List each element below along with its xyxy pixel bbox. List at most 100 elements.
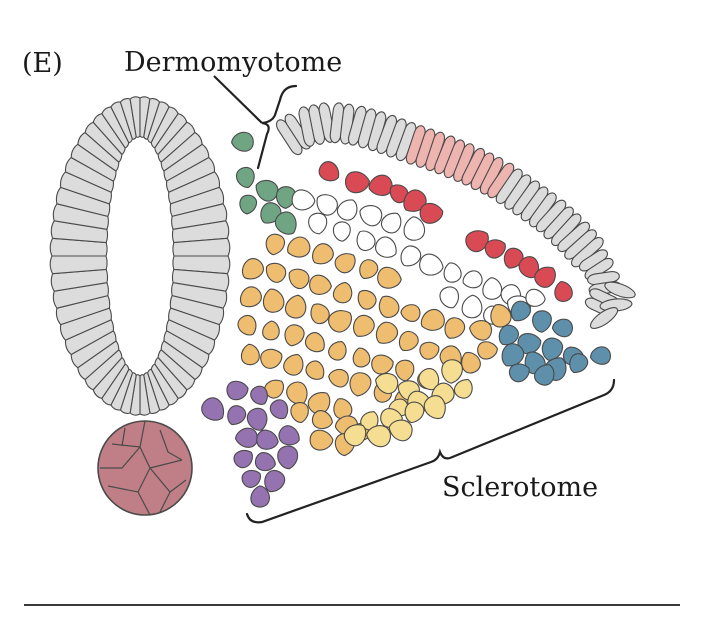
sclerotome-cell — [388, 419, 413, 442]
sclerotome-cell — [453, 379, 473, 399]
syndetome-cell — [462, 270, 483, 289]
sclerotome-cell — [241, 258, 264, 280]
sclerotome-cell — [349, 372, 372, 397]
sclerotome-cell — [423, 395, 446, 420]
sclerotome-cell — [589, 346, 611, 365]
sclerotome-cell — [269, 399, 289, 420]
myotome-cell — [403, 189, 427, 212]
sclerotome-cell — [233, 449, 253, 469]
sclerotome-cell — [551, 318, 573, 338]
sclerotome-cell — [227, 405, 247, 426]
sclerotome-cell — [309, 274, 332, 295]
myotome-cell — [368, 174, 393, 197]
sclerotome-cell — [360, 411, 379, 431]
sclerotome-cell — [250, 385, 268, 405]
sclerotome-cell — [404, 401, 425, 424]
sclerotome-cell — [283, 354, 304, 376]
notochord-cell-wall — [159, 491, 171, 513]
neural-tube-cell — [172, 237, 231, 257]
myotome-cell — [419, 202, 444, 224]
dermomyotome-label: Dermomyotome — [124, 47, 342, 78]
myotome-cell — [554, 281, 573, 302]
sclerotome-cell — [305, 360, 325, 380]
dermomyotome-leader-line — [213, 75, 263, 124]
sclerotome-cell — [395, 359, 415, 382]
syndetome-cell — [316, 194, 338, 216]
sclerotome-cell — [311, 410, 333, 430]
sclerotome-cell — [441, 359, 463, 384]
sclerotome-cell — [288, 268, 310, 290]
sclerotome-cell — [477, 341, 498, 360]
sclerotome-cell — [352, 347, 371, 368]
syndetome-cell — [291, 189, 316, 211]
sclerotome-cell — [375, 321, 399, 344]
sclerotome-cell — [265, 233, 286, 256]
notochord-cell-wall — [137, 491, 151, 516]
sclerotome-cell — [332, 281, 353, 304]
syndetome-cell — [336, 199, 358, 221]
sclerotome-cell — [307, 392, 331, 415]
syndetome-cell — [439, 286, 460, 309]
panel-label: (E) — [22, 48, 63, 79]
sclerotome-cell — [235, 427, 258, 448]
sclerotome-cell — [239, 286, 262, 308]
sclerotome-cell — [265, 262, 287, 283]
myotome-cell — [518, 256, 540, 279]
epithelial-cell — [589, 307, 619, 329]
sclerotome-cell — [254, 452, 276, 472]
sclerotome-cell — [328, 368, 349, 388]
syndetome-cell — [308, 212, 328, 235]
sclerotome-cell — [375, 372, 399, 395]
sclerotome-cell — [569, 353, 589, 374]
epithelial-cell — [604, 281, 636, 299]
sclerotome-cell — [256, 429, 279, 450]
notochord-cell-wall — [100, 446, 141, 469]
mesenchymal-cells — [201, 131, 611, 508]
sclerotome-cell — [237, 314, 257, 336]
syndetome-cell — [525, 288, 546, 307]
sclerotome-cell — [290, 402, 309, 424]
syndetome-cell — [400, 245, 422, 267]
sclerotome-cell — [508, 363, 530, 383]
sclerotome-cell — [226, 380, 249, 401]
sclerotome-cell — [334, 253, 356, 274]
syndetome-cell — [419, 253, 444, 276]
sclerotome-cell — [201, 397, 225, 421]
sclerotome-cell — [264, 469, 286, 493]
sclerotome-cell — [343, 424, 367, 447]
sclerotome-cell — [357, 289, 377, 310]
dermomyotome-cell — [239, 194, 258, 215]
sclerotome-cell — [533, 364, 555, 386]
syndetome-cell — [443, 262, 462, 283]
sclerotome-cell — [250, 485, 270, 508]
sclerotome-cell — [366, 425, 392, 448]
notochord-cell-wall — [121, 427, 126, 447]
neural-tube — [49, 96, 231, 416]
sclerotome-cell — [246, 407, 268, 431]
myotome-cell — [534, 266, 556, 288]
sclerotome-cell — [420, 308, 445, 331]
sclerotome-cell — [419, 341, 440, 360]
sclerotome-label: Sclerotome — [442, 472, 598, 503]
sclerotome-cell — [286, 381, 308, 405]
sclerotome-cell — [310, 303, 330, 325]
sclerotome-cell — [328, 341, 347, 361]
dermomyotome-bracket — [256, 84, 298, 170]
sclerotome-bracket — [245, 378, 616, 524]
sclerotome-cell — [378, 295, 400, 319]
sclerotome-cell — [418, 368, 440, 391]
sclerotome-cell — [278, 425, 300, 446]
syndetome-cell — [380, 212, 402, 234]
sclerotome-cell — [284, 324, 305, 347]
sclerotome-cell — [532, 310, 552, 333]
sclerotome-cell — [328, 310, 353, 333]
myotome-cell — [344, 171, 370, 194]
syndetome-cell — [482, 277, 503, 300]
notochord-cell-wall — [159, 429, 183, 461]
sclerotome-cell — [359, 259, 379, 279]
sclerotome-cell — [501, 343, 525, 367]
sclerotome-cell — [304, 332, 325, 353]
sclerotome-cell — [541, 337, 564, 362]
syndetome-cell — [332, 221, 351, 242]
syndetome-cell — [356, 230, 376, 252]
